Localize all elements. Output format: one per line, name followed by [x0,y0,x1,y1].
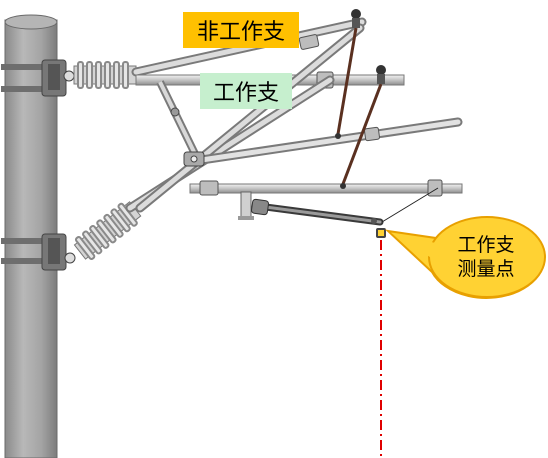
lower-insulator-icon [73,201,142,260]
hanger-upper [335,9,361,139]
measure-point-label: 工作支 测量点 [432,224,540,290]
stay-wire [381,187,439,223]
positioning-stub [238,191,254,220]
upper-pole-clamp [1,59,75,97]
working-branch-label: 工作支 [212,81,279,106]
measure-callout [384,216,546,299]
mid-joint [183,151,205,167]
measure-point-label-line1: 工作支 [457,234,515,256]
non-working-cantilever-tube [135,23,365,213]
non-working-branch-label: 非工作支 [196,20,285,45]
working-label-bg [200,73,292,109]
non-working-long-tube [183,117,463,167]
lower-pole-clamp [1,233,76,271]
measure-point-label-line2: 测量点 [457,258,515,280]
registration-pipe [189,179,463,197]
non-working-label-bg [183,12,299,48]
upper-diagonal-brace [156,80,200,158]
hanger-lower [340,65,386,189]
upper-insulator-icon [73,61,137,89]
registration-arm [250,198,384,226]
measure-point-icon [376,228,386,238]
